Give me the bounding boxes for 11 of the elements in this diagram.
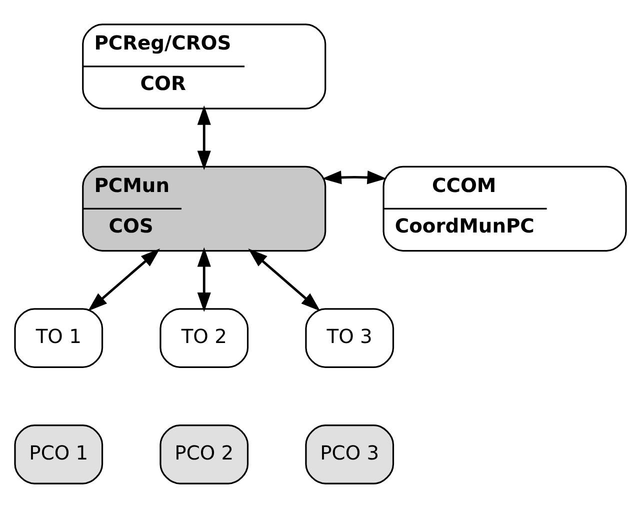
arrow	[197, 105, 211, 170]
arrow	[88, 248, 160, 312]
node-box: PCO 1	[14, 424, 104, 484]
node-box: PCO 2	[160, 424, 249, 484]
node-box: TO 2	[160, 308, 249, 368]
arrow	[322, 170, 387, 184]
node-box: PCO 3	[305, 424, 394, 484]
arrow	[197, 247, 211, 312]
node-box: TO 1	[14, 308, 104, 368]
arrow	[248, 248, 320, 312]
node-box: TO 3	[305, 308, 394, 368]
